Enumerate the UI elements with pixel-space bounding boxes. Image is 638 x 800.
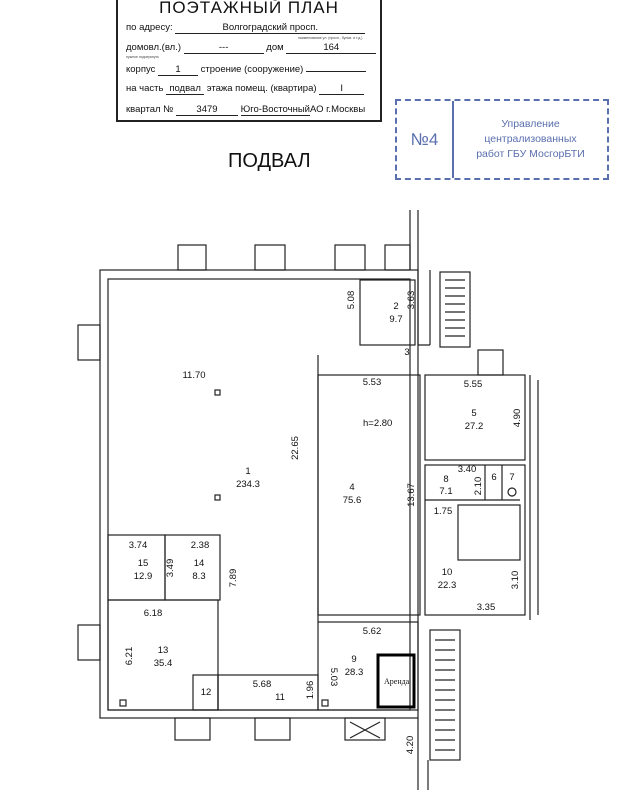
room-6-num: 6	[491, 472, 496, 483]
dim: 4.20	[405, 736, 416, 755]
room-2-num: 2	[393, 301, 398, 312]
stamp-line2: централизованных	[484, 133, 577, 145]
dim: 3.35	[477, 602, 496, 613]
dim: 3.10	[510, 571, 521, 590]
room-7-num: 7	[509, 472, 514, 483]
room-8-area: 7.1	[439, 486, 452, 497]
dim: 3.74	[129, 540, 148, 551]
kvartal-value: 3479	[176, 104, 238, 116]
dim: 22.65	[290, 436, 301, 460]
room-10-num: 10	[442, 567, 453, 578]
dim: 13.67	[406, 483, 417, 507]
floor-plan-form: ПОЭТАЖНЫЙ ПЛАН по адресу: Волгоградский …	[116, 0, 382, 122]
floor-title: ПОДВАЛ	[228, 150, 311, 172]
dim: 7.89	[228, 569, 239, 588]
rent-label: Аренда	[384, 677, 410, 686]
domovl-label: домовл.(вл.)	[126, 42, 181, 53]
room-14-area: 8.3	[192, 571, 205, 582]
room-5-area: 27.2	[465, 421, 484, 432]
dom-label: дом	[266, 42, 284, 53]
room-15-num: 15	[138, 558, 149, 569]
domovl-value: ---	[183, 42, 264, 54]
room-3-num: 3	[404, 347, 409, 358]
dim: 6.18	[144, 608, 163, 619]
room-11-num: 11	[275, 692, 285, 703]
room-1-area: 234.3	[236, 479, 260, 490]
room-labels: 1 234.3 2 9.7 3 4 75.6 5 27.2 6 7 8 7.1 …	[134, 301, 515, 703]
dim: 1.96	[305, 681, 316, 700]
domovl-row: домовл.(вл.) --- дом 164	[126, 42, 377, 54]
address-row: по адресу: Волгоградский просп.	[126, 22, 366, 34]
dim: 5.03	[328, 668, 339, 687]
part-row: на часть подвал этажа помещ. (квартира) …	[126, 83, 365, 95]
room-8-num: 8	[443, 474, 448, 485]
part-num: I	[319, 83, 365, 95]
part-suffix: этажа помещ. (квартира)	[206, 83, 317, 94]
dim: 5.62	[363, 626, 382, 637]
dim: 3.40	[458, 464, 477, 475]
dim: 5.68	[253, 679, 272, 690]
korpus-label: корпус	[126, 64, 156, 75]
kvartal-row: квартал № 3479 Юго-ВосточныйАО г.Москвы	[126, 104, 365, 116]
dim: 5.53	[363, 377, 382, 388]
room-13-num: 13	[158, 645, 169, 656]
room-14-num: 14	[194, 558, 205, 569]
dom-value: 164	[286, 42, 377, 54]
district-suffix: АО г.Москвы	[309, 104, 366, 115]
dim: 2.38	[191, 540, 210, 551]
district: Юго-Восточный	[240, 104, 310, 116]
stamp-line1: Управление	[501, 118, 560, 130]
dim: 1.75	[434, 506, 453, 517]
dim: 4.90	[512, 409, 523, 428]
dim: 5.08	[346, 291, 357, 310]
room-10-area: 22.3	[438, 580, 457, 591]
part-label: на часть	[126, 83, 164, 94]
form-title: ПОЭТАЖНЫЙ ПЛАН	[159, 0, 339, 17]
bti-stamp: №4 Управление централизованных работ ГБУ…	[395, 99, 609, 180]
room-1-num: 1	[245, 466, 250, 477]
dim: 3.49	[165, 559, 176, 578]
korpus-row: корпус 1 строение (сооружение)	[126, 64, 366, 76]
korpus-value: 1	[158, 64, 199, 76]
dim: 2.10	[473, 477, 484, 496]
part-value: подвал	[166, 83, 205, 95]
stamp-number: №4	[397, 101, 454, 178]
hint-underline: нужное подчеркнуть	[126, 55, 160, 59]
height-note: h=2.80	[363, 418, 392, 429]
stroenie-label: строение (сооружение)	[200, 64, 304, 75]
dimensions: 11.70 22.65 5.08 3.63 5.53 13.67 5.55 4.…	[124, 291, 523, 755]
room-9-area: 28.3	[345, 667, 364, 678]
dim: 3.63	[406, 291, 417, 310]
rent-area	[376, 653, 416, 709]
address-label: по адресу:	[126, 22, 173, 33]
room-5-num: 5	[471, 408, 476, 419]
dim: 5.55	[464, 379, 483, 390]
room-15-area: 12.9	[134, 571, 153, 582]
room-12-num: 12	[201, 687, 212, 698]
dim: 6.21	[124, 647, 135, 666]
room-13-area: 35.4	[154, 658, 173, 669]
stamp-line3: работ ГБУ МосгорБТИ	[476, 148, 585, 160]
stroenie-blank	[305, 71, 366, 72]
walls	[77, 210, 539, 790]
dim: 11.70	[182, 370, 205, 381]
room-4-area: 75.6	[343, 495, 362, 506]
room-2-area: 9.7	[389, 314, 402, 325]
stamp-org: Управление централизованных работ ГБУ Мо…	[454, 101, 607, 178]
room-4-num: 4	[349, 482, 354, 493]
address-hint: наименование ул. (просп., бульв. и т.д.)	[298, 36, 363, 40]
kvartal-label: квартал №	[126, 104, 174, 115]
room-9-num: 9	[351, 654, 356, 665]
address-value: Волгоградский просп.	[175, 22, 366, 34]
